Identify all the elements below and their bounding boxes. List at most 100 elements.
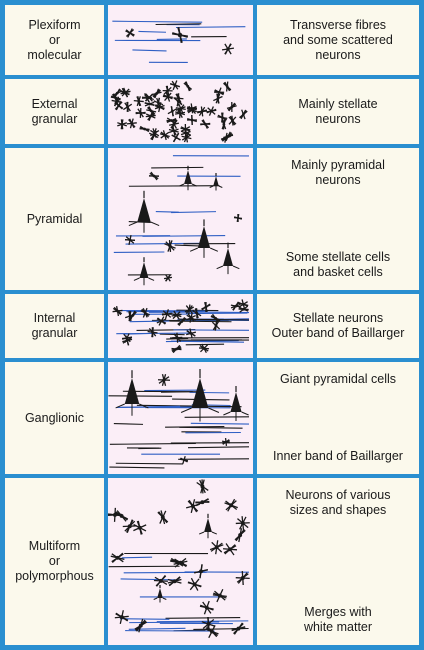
stellate-neuron: [117, 119, 128, 130]
stellate-neuron: [221, 43, 235, 55]
layer-description-cell: Stellate neurons Outer band of Baillarge…: [257, 294, 419, 358]
layer-name: Multiform or polymorphous: [15, 539, 94, 583]
layer-description: Some stellate cells and basket cells: [285, 250, 391, 279]
fibre-lines: [108, 552, 250, 632]
stellate-neuron: [224, 498, 238, 512]
stellate-neuron: [169, 80, 180, 91]
stellate-neuron: [125, 28, 135, 38]
stellate-neuron: [153, 97, 164, 108]
pyramidal-neuron: [153, 585, 167, 603]
stellate-neuron: [223, 81, 232, 92]
stellate-neuron: [135, 107, 146, 118]
stellate-neuron: [157, 374, 171, 386]
neuron-sketch: [113, 155, 250, 286]
stellate-neuron: [128, 310, 137, 321]
stellate-neuron: [228, 115, 237, 126]
stellate-neuron: [205, 625, 219, 639]
layer-name-cell: Ganglionic: [5, 362, 104, 474]
fibre-lines: [112, 20, 246, 64]
layer-name: Ganglionic: [24, 410, 85, 425]
layer-description: Mainly pyramidal neurons: [291, 158, 385, 187]
stellate-neuron: [199, 600, 214, 615]
stellate-neuron: [119, 87, 130, 98]
stellate-neuron: [141, 93, 153, 103]
stellate-neuron: [139, 125, 150, 133]
stellate-neuron: [223, 543, 238, 556]
stellate-neuron: [186, 115, 197, 126]
fibre-lines: [116, 309, 250, 346]
stellate-neuron: [235, 516, 250, 531]
stellate-neuron: [162, 85, 173, 96]
stellate-neuron: [212, 588, 227, 603]
stellate-neuron: [186, 312, 196, 323]
stellate-neuron: [221, 437, 231, 447]
stellate-neuron: [194, 564, 209, 579]
stellate-neuron: [168, 125, 179, 136]
stellate-neuron: [163, 274, 173, 282]
stellate-neuron: [221, 119, 227, 130]
neuron-sketch: [112, 299, 250, 354]
pyramidal-neuron: [178, 165, 198, 191]
layer-name: Internal granular: [31, 311, 78, 340]
stellate-neuron: [166, 117, 177, 124]
stellate-neuron: [197, 106, 208, 117]
layer-description: Inner band of Baillarger: [273, 449, 403, 463]
stellate-neuron: [233, 213, 243, 223]
stellate-neuron: [112, 306, 123, 317]
stellate-neuron: [187, 577, 202, 591]
stellate-neuron: [153, 574, 168, 587]
stellate-neuron: [123, 101, 133, 112]
stellate-neuron: [201, 301, 211, 312]
stellate-neuron: [114, 610, 129, 625]
stellate-neuron: [198, 343, 210, 354]
layer-description: Stellate neurons Outer band of Baillarge…: [271, 311, 405, 340]
stellate-neuron: [186, 328, 197, 339]
stellate-neuron: [226, 102, 237, 113]
layer-description: Neurons of various sizes and shapes: [285, 488, 391, 517]
stellate-neuron: [148, 130, 159, 141]
stellate-neuron: [192, 308, 202, 319]
layer-name-cell: Internal granular: [5, 294, 104, 358]
layer-name-cell: External granular: [5, 79, 104, 144]
layer-name: Plexiform or molecular: [27, 17, 82, 62]
stellate-neuron: [187, 105, 198, 114]
stellate-neuron: [122, 335, 133, 346]
stellate-neuron: [161, 309, 172, 320]
stellate-neuron: [173, 557, 188, 568]
fibre-lines: [108, 389, 250, 469]
pyramidal-neuron: [180, 369, 220, 422]
stellate-neuron: [134, 618, 148, 633]
stellate-neuron: [195, 498, 210, 507]
stellate-neuron: [167, 106, 177, 117]
pyramidal-neuron: [216, 242, 240, 275]
stellate-neuron: [239, 109, 248, 120]
stellate-neuron: [159, 130, 170, 141]
stellate-neuron: [173, 96, 183, 107]
stellate-neuron: [210, 313, 221, 323]
neuron-sketch: [112, 20, 246, 64]
layer-description-cell: Transverse fibres and some scattered neu…: [257, 5, 419, 75]
stellate-neuron: [196, 479, 209, 494]
stellate-neuron: [209, 540, 224, 555]
stellate-neuron: [110, 552, 125, 563]
stellate-neuron: [175, 108, 186, 119]
layer-drawing: [108, 148, 253, 290]
stellate-neuron: [148, 171, 160, 181]
stellate-neuron: [217, 112, 228, 123]
stellate-neuron: [164, 239, 176, 253]
stellate-neuron: [124, 234, 136, 246]
stellate-neuron: [231, 622, 246, 635]
layer-drawing: [108, 478, 253, 645]
stellate-neuron: [133, 96, 144, 107]
layer-name: External granular: [31, 96, 78, 126]
neuron-sketch: [108, 479, 250, 639]
stellate-neuron: [238, 299, 249, 310]
layer-name: Pyramidal: [26, 211, 83, 226]
stellate-neuron: [156, 316, 167, 326]
stellate-neuron: [206, 106, 217, 116]
pyramidal-neuron: [198, 513, 218, 539]
stellate-neuron: [181, 132, 192, 143]
